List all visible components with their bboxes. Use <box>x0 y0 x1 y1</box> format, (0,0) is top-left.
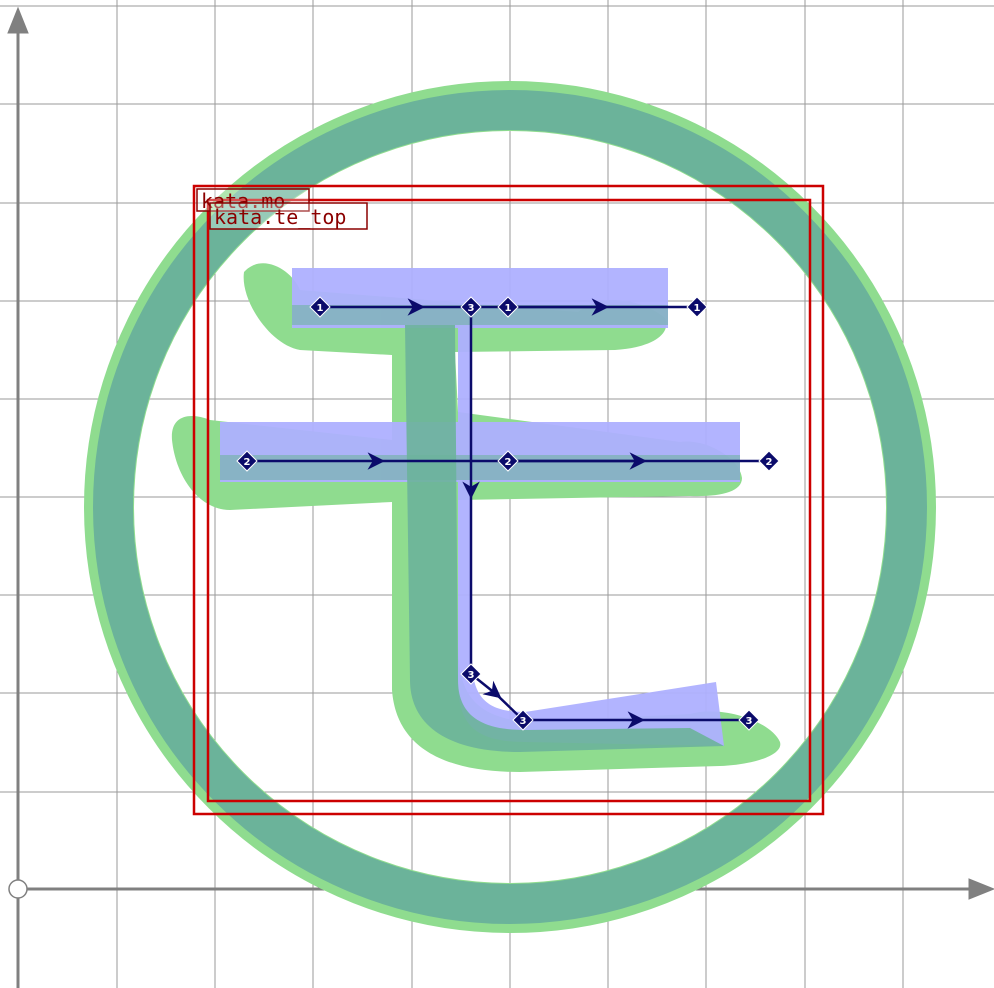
stroke-1-start-number: 1 <box>317 303 324 314</box>
stroke-2-end-number: 2 <box>766 457 773 468</box>
bbox-kata-te-top <box>206 198 812 803</box>
stroke-2-mid-marker[interactable]: 2 <box>497 450 519 472</box>
stroke-3-turn-number: 3 <box>520 716 527 727</box>
stroke-2-mid-number: 2 <box>505 457 512 468</box>
label-kata-te-top: kata.te_top <box>214 205 346 229</box>
stroke-1-end-marker[interactable]: 1 <box>686 296 708 318</box>
stroke-3-start-marker[interactable]: 3 <box>460 296 482 318</box>
origin-handle[interactable] <box>8 879 28 899</box>
stroke-1-mid-number: 1 <box>505 303 512 314</box>
stroke-1-start-marker[interactable]: 1 <box>309 296 331 318</box>
stroke-3-corner-number: 3 <box>468 670 475 681</box>
stroke-3-corner-marker[interactable]: 3 <box>460 663 482 685</box>
bbox-kata-mo <box>192 184 825 816</box>
label-kata-mo: kata.mo <box>201 189 285 213</box>
stroke-markers: 1 1 1 2 2 2 3 3 3 3 <box>236 296 780 731</box>
stroke-3-end-number: 3 <box>746 716 753 727</box>
axes <box>7 6 994 988</box>
stroke-2-start-marker[interactable]: 2 <box>236 450 258 472</box>
stroke-3-start-number: 3 <box>468 303 475 314</box>
stroke-2-start-number: 2 <box>244 457 251 468</box>
stroke-1-mid-marker[interactable]: 1 <box>497 296 519 318</box>
stroke-3-turn-marker[interactable]: 3 <box>512 709 534 731</box>
bounding-boxes <box>192 184 825 816</box>
stroke-paths <box>247 298 769 729</box>
stroke-3-end-marker[interactable]: 3 <box>738 709 760 731</box>
box-labels: kata.mo kata.te_top <box>196 188 368 230</box>
stroke-2-end-marker[interactable]: 2 <box>758 450 780 472</box>
stroke-1-end-number: 1 <box>694 303 701 314</box>
enclosing-circle <box>84 81 936 933</box>
glyph-overlap <box>220 305 740 752</box>
